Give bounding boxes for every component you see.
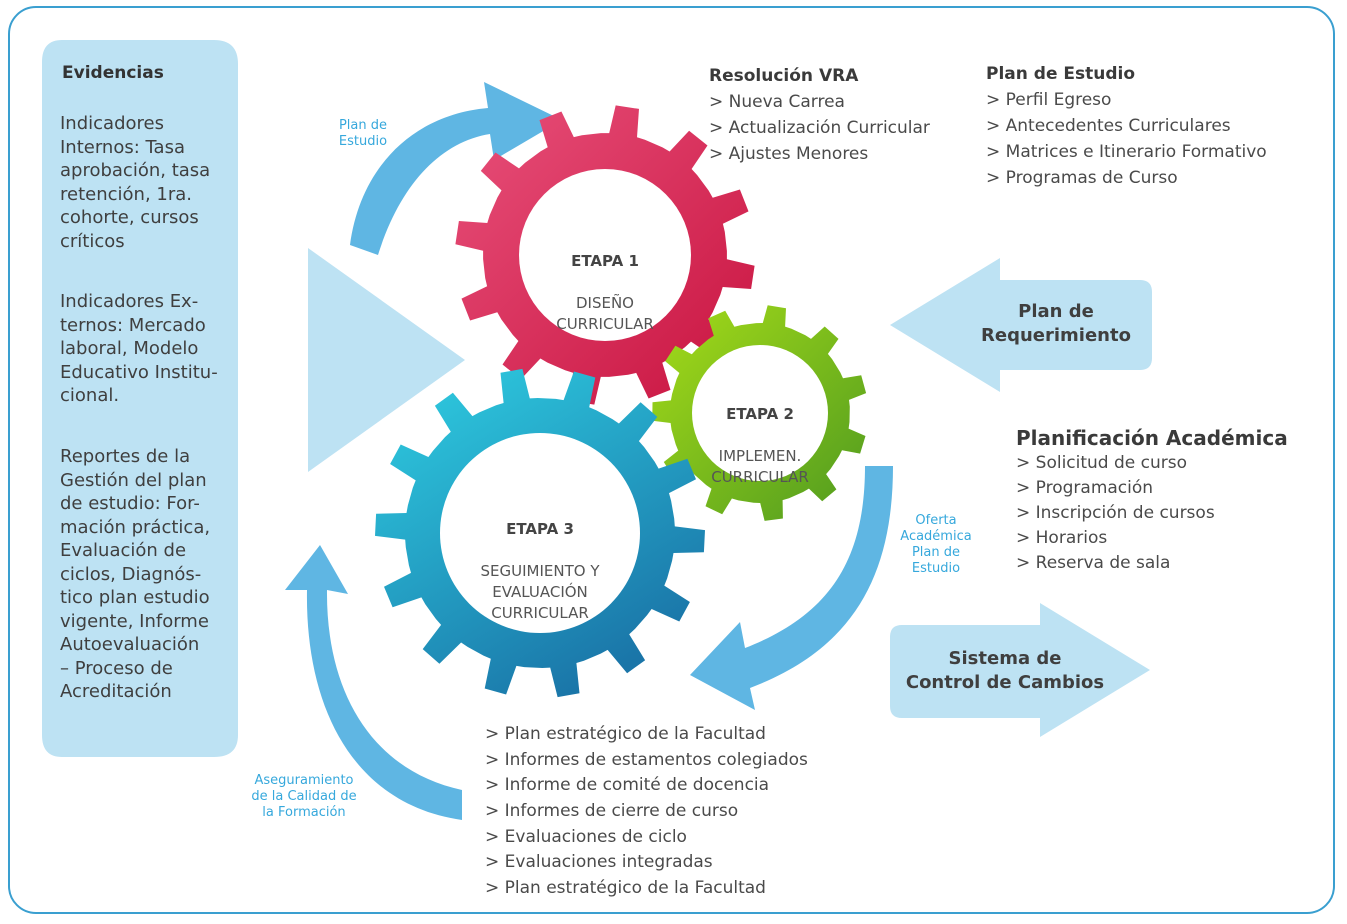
gear-etapa-3: [375, 368, 705, 698]
etapa2-label: ETAPA 2 IMPLEMEN. CURRICULAR: [680, 383, 840, 488]
resolucion-list: > Nueva Carrea > Actualización Curricula…: [709, 89, 930, 167]
list-item: > Programas de Curso: [986, 168, 1178, 188]
list-item: > Horarios: [1016, 528, 1108, 548]
etapa3-subtitle: SEGUIMIENTO Y EVALUACIÓN CURRICULAR: [480, 562, 600, 622]
list-item: > Evaluaciones de ciclo: [485, 826, 687, 847]
etapa2-title: ETAPA 2: [726, 405, 794, 423]
list-item: > Solicitud de curso: [1016, 453, 1188, 473]
list-item: > Informe de comité de docencia: [485, 775, 770, 796]
etapa2-subtitle: IMPLEMEN. CURRICULAR: [711, 447, 809, 486]
etapa1-label: ETAPA 1 DISEÑO CURRICULAR: [525, 230, 685, 335]
arrow-label-plan-estudio: Plan de Estudio: [338, 118, 388, 149]
list-item: > Plan estratégico de la Facultad: [485, 878, 766, 899]
gear-etapa-2-hub: [692, 345, 828, 481]
list-item: > Informes de estamentos colegiados: [485, 749, 808, 770]
diagram-frame: [8, 6, 1335, 914]
sistema-cambios-arrow-shape: [890, 603, 1150, 737]
curved-arrow-plan-estudio: [350, 82, 562, 255]
gear-etapa-1-hub: [519, 169, 691, 341]
list-item: > Informes de cierre de curso: [485, 801, 739, 822]
list-item: > Reserva de sala: [1016, 553, 1171, 573]
list-item: > Programación: [1016, 478, 1154, 498]
seguimiento-list: > Plan estratégico de la Facultad > Info…: [485, 722, 808, 902]
resolucion-title: Resolución VRA: [709, 66, 859, 86]
list-item: > Matrices e Itinerario Formativo: [986, 142, 1267, 162]
gear-etapa-3-hub: [440, 433, 640, 633]
plan-estudio-title: Plan de Estudio: [986, 64, 1136, 84]
gear-etapa-2: [652, 305, 867, 521]
evidencias-external-indicators: Indicadores Ex- ternos: Mercado laboral,…: [60, 291, 218, 406]
arrow-label-oferta: Oferta Académica Plan de Estudio: [900, 513, 972, 576]
list-item: > Inscripción de cursos: [1016, 503, 1215, 523]
planificacion-list: > Solicitud de curso > Programación > In…: [1016, 451, 1215, 576]
etapa1-subtitle: DISEÑO CURRICULAR: [556, 294, 654, 333]
list-item: > Ajustes Menores: [709, 144, 869, 164]
curved-arrow-aseguramiento: [285, 545, 462, 820]
planificacion-title: Planificación Académica: [1016, 426, 1288, 450]
plan-requerimiento-label: Plan de Requerimiento: [981, 301, 1131, 346]
evidencias-reports: Reportes de la Gestión del plan de estud…: [60, 446, 211, 702]
arrow-label-aseguramiento: Aseguramiento de la Calidad de la Formac…: [251, 773, 357, 820]
etapa3-label: ETAPA 3 SEGUIMIENTO Y EVALUACIÓN CURRICU…: [450, 498, 630, 624]
etapa1-title: ETAPA 1: [571, 252, 639, 270]
evidencias-title: Evidencias: [62, 63, 164, 83]
etapa3-title: ETAPA 3: [506, 520, 574, 538]
plan-requerimiento-arrow-shape: [890, 258, 1152, 392]
list-item: > Plan estratégico de la Facultad: [485, 724, 766, 744]
plan-estudio-list: > Perfil Egreso > Antecedentes Curricula…: [986, 87, 1267, 191]
evidencias-arrow-shape: [42, 40, 465, 757]
curved-arrow-oferta: [690, 466, 893, 710]
list-item: > Antecedentes Curriculares: [986, 116, 1231, 136]
evidencias-internal-indicators: Indicadores Internos: Tasa aprobación, t…: [60, 113, 211, 252]
list-item: > Evaluaciones integradas: [485, 852, 713, 873]
sistema-cambios-label: Sistema de Control de Cambios: [905, 648, 1105, 693]
list-item: > Perfil Egreso: [986, 90, 1112, 110]
list-item: > Actualización Curricular: [709, 118, 930, 138]
gear-etapa-1: [455, 105, 755, 405]
list-item: > Nueva Carrea: [709, 92, 845, 112]
